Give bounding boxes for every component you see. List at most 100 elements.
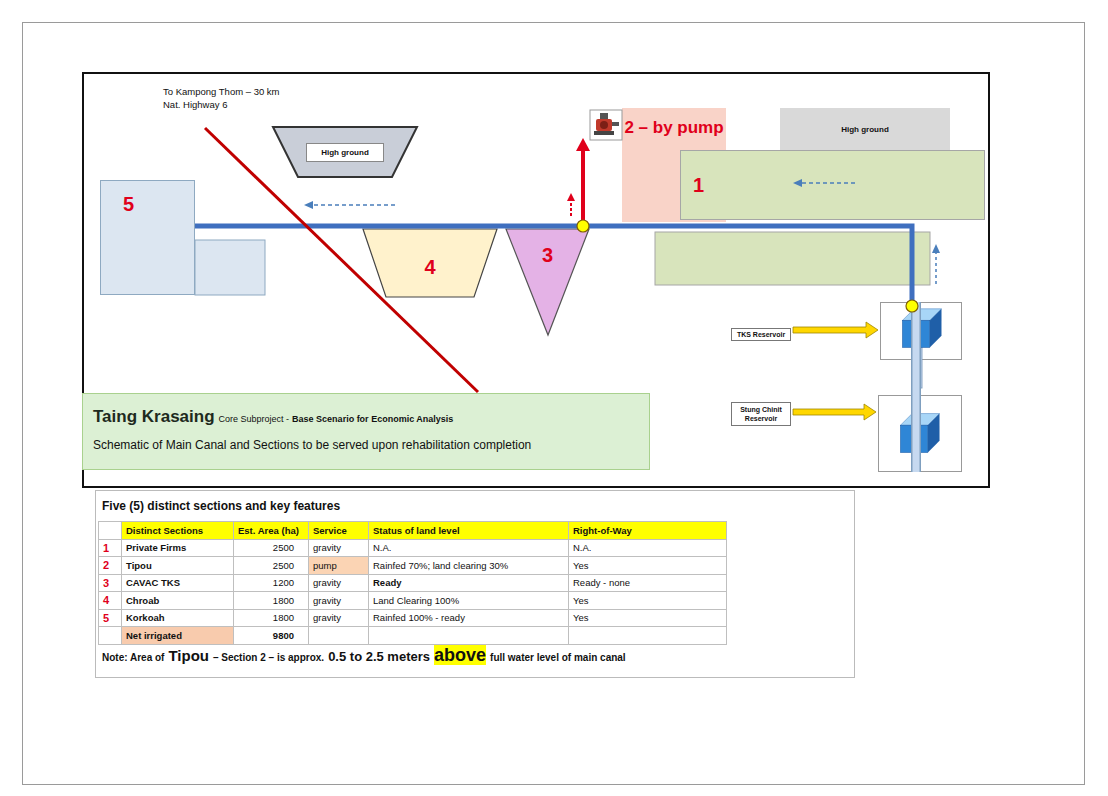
table-cell: N.A. [568, 539, 727, 558]
table-cell: 2500 [233, 556, 309, 575]
table-cell: Tipou [121, 556, 234, 575]
table-cell: 1800 [233, 609, 309, 628]
table-cell: Service [308, 521, 369, 540]
table-cell-text: N.A. [373, 542, 391, 553]
table-cell-text: Yes [573, 560, 589, 571]
section-box: 1 [680, 150, 985, 220]
title-box: Taing Krasaing Core Subproject -Base Scen… [82, 393, 650, 470]
node-text: 4 [424, 256, 435, 279]
table-cell [308, 626, 369, 645]
node-outline [879, 396, 961, 471]
note-text: full water level of main canal [490, 652, 626, 663]
table-cell: Yes [568, 591, 727, 610]
section-trapezoid: 4 [362, 228, 498, 298]
connector-stroke [195, 226, 912, 302]
table-cell: Private Firms [121, 539, 234, 558]
table-cell-text: Ready - none [573, 577, 630, 588]
junction-dot [577, 220, 589, 232]
canal-connector [195, 226, 912, 302]
table-cell-text: Tipou [126, 560, 152, 571]
table-cell: 2500 [233, 539, 309, 558]
table-cell: CAVAC TKS [121, 574, 234, 593]
table-cell-text: Yes [573, 595, 589, 606]
node-text: Base Scenario for Economic Analysis [292, 414, 453, 424]
table-header: Est. Area (ha) [238, 525, 299, 536]
pointer-arrow [793, 404, 876, 420]
table-cell-text: Yes [573, 612, 589, 623]
high-ground-trapezoid: High ground [272, 126, 418, 178]
table-cell-text: Rainfed 100% - ready [373, 612, 465, 623]
table-cell: Est. Area (ha) [233, 521, 309, 540]
table-cell-text: Land Clearing 100% [373, 595, 459, 606]
table-cell: 1200 [233, 574, 309, 593]
table-cell: Distinct Sections [121, 521, 234, 540]
table-cell: 1800 [233, 591, 309, 610]
table-cell: Land Clearing 100% [368, 591, 569, 610]
text-line: Taing Krasaing Core Subproject -Base Scen… [93, 407, 639, 427]
table-cell [98, 521, 122, 540]
node-text: 2 – by pump [624, 118, 723, 138]
table-cell: 3 [98, 574, 122, 593]
table-cell-text: gravity [313, 577, 341, 588]
table-cell: Ready - none [568, 574, 727, 593]
table-cell: Yes [568, 556, 727, 575]
table-cell-text: Korkoah [126, 612, 165, 623]
road-label: To Kampong Thom – 30 km [163, 86, 280, 97]
table-cell: gravity [308, 609, 369, 628]
connector-stroke [913, 302, 920, 472]
note-text: 0.5 to 2.5 meters [328, 649, 430, 664]
table-panel: Five (5) distinct sections and key featu… [95, 490, 855, 678]
table-cell-text: 1200 [273, 577, 294, 588]
table-cell-text: Private Firms [126, 542, 186, 553]
table-header: Service [313, 525, 347, 536]
outlet-dot [906, 300, 918, 312]
table-cell-text: N.A. [573, 542, 591, 553]
table-cell: 4 [98, 591, 122, 610]
row-number: 5 [103, 612, 109, 624]
table-cell: gravity [308, 574, 369, 593]
node-text: High ground [306, 143, 384, 162]
table-cell: Korkoah [121, 609, 234, 628]
pointer-arrow [793, 322, 878, 338]
row-number: 1 [103, 542, 109, 554]
table-cell: 1 [98, 539, 122, 558]
section-triangle: 3 [505, 228, 590, 336]
table-header: Right-of-Way [573, 525, 632, 536]
table-cell-text: 2500 [273, 560, 294, 571]
table-header: Distinct Sections [126, 525, 203, 536]
road-label: Nat. Highway 6 [163, 99, 227, 110]
table-title: Five (5) distinct sections and key featu… [102, 499, 340, 513]
table-cell-text: CAVAC TKS [126, 577, 180, 588]
table-cell [568, 626, 727, 645]
table-cell-text: 1800 [273, 612, 294, 623]
table-cell-text: Ready [373, 577, 402, 588]
node-text: TKS Reservoir [731, 328, 791, 341]
node-text: Taing Krasaing [93, 407, 215, 426]
row-number: 4 [103, 594, 109, 606]
pump-arrow [567, 138, 590, 220]
text-line: Schematic of Main Canal and Sections to … [93, 435, 639, 453]
table-cell: gravity [308, 539, 369, 558]
node-text: 3 [542, 244, 553, 267]
note-text: Note: Area of [102, 652, 164, 663]
pipe-connector [916, 302, 917, 472]
table-cell: Yes [568, 609, 727, 628]
note-text: Tipou [168, 647, 209, 664]
table-cell: N.A. [368, 539, 569, 558]
flow-arrow [304, 179, 940, 284]
high-ground-box: High ground [780, 108, 950, 150]
table-cell-text: Chroab [126, 595, 159, 606]
table-cell: Rainfed 70%; land clearing 30% [368, 556, 569, 575]
table-cell-text: gravity [313, 595, 341, 606]
table-cell-text: Rainfed 70%; land clearing 30% [373, 560, 508, 571]
table-cell-text: 1800 [273, 595, 294, 606]
note-text: – Section 2 – is approx. [213, 652, 324, 663]
node-text: Core Subproject - [219, 414, 290, 424]
node-text: Stung Chinit Reservoir [731, 402, 791, 426]
table-cell-text: 2500 [273, 542, 294, 553]
node-text: High ground [841, 125, 889, 134]
row-number: 2 [103, 559, 109, 571]
connector-stroke [911, 302, 921, 472]
